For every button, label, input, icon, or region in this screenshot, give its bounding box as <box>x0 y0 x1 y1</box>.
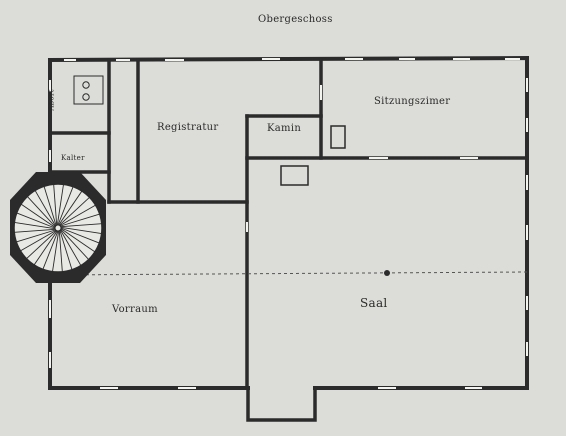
stair-tread <box>43 186 57 226</box>
stair-tread <box>33 230 58 266</box>
toilet-fixtures <box>73 75 104 105</box>
room-label-kamin: Kamin <box>267 123 302 134</box>
stair-tread <box>16 212 56 229</box>
stair-tread <box>60 226 102 234</box>
chimney-block <box>330 125 346 149</box>
stair-tread <box>52 230 60 272</box>
stair-tread <box>14 228 56 233</box>
axis-marker <box>384 270 390 276</box>
stair-tread <box>60 228 96 253</box>
outer-walls <box>47 55 529 390</box>
stair-tread <box>14 222 56 230</box>
stair-tread <box>59 204 96 227</box>
plan-title: Obergeschoss <box>258 14 333 25</box>
room-label-registratur: Registratur <box>157 122 219 133</box>
stair-tread <box>59 230 73 270</box>
room-label-saal: Saal <box>360 296 388 310</box>
stair-tread <box>60 223 102 228</box>
stair-tread <box>59 229 82 266</box>
stair-tread <box>34 190 57 227</box>
stair-tread <box>56 184 64 226</box>
bottom-bay <box>246 388 317 422</box>
stair-tread <box>20 203 56 228</box>
stair-tread <box>57 186 74 226</box>
room-label-vorraum: Vorraum <box>112 304 158 315</box>
interior-walls <box>48 58 529 390</box>
room-label-sitzungszimmer: Sitzungszimer <box>374 96 451 107</box>
stair-tread <box>26 196 56 228</box>
section-axis <box>49 271 528 276</box>
stair-tread <box>20 229 57 252</box>
stair-tower <box>10 172 106 283</box>
stair-tread <box>60 227 100 244</box>
stair-tread <box>16 229 56 243</box>
stair-tread <box>53 184 58 226</box>
stair-tread <box>58 190 83 226</box>
stair-tread <box>58 230 63 272</box>
stair-tread <box>26 230 58 260</box>
windows <box>49 58 528 389</box>
stair-tread <box>60 213 100 227</box>
room-label-kalter: Kalter <box>61 154 85 162</box>
fireplace-opening <box>280 165 309 186</box>
stair-tread <box>60 228 90 260</box>
stair-tread <box>58 196 90 226</box>
room-label-abort: Abort <box>47 89 56 111</box>
stair-tread <box>42 230 59 270</box>
